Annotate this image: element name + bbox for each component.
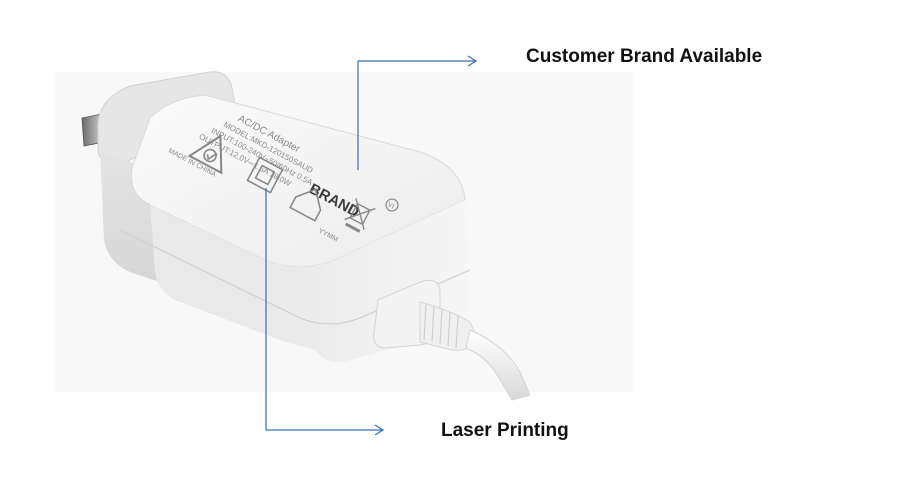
laser-callout-arrow [265, 188, 385, 436]
adapter-lower-side [150, 205, 280, 340]
rcm-mark-icon [187, 134, 223, 175]
indoor-use-icon [289, 188, 322, 222]
cable-strain-relief [373, 279, 479, 351]
brand-callout-arrow [357, 55, 478, 170]
weee-bin-icon [344, 198, 376, 233]
double-insulation-icon [246, 156, 284, 194]
efficiency-mark-icon: VI [385, 198, 399, 212]
power-cable [465, 329, 531, 401]
brand-callout-label: Customer Brand Available [526, 46, 763, 67]
svg-text:VI: VI [386, 201, 395, 210]
laser-callout-label: Laser Printing [441, 420, 569, 441]
